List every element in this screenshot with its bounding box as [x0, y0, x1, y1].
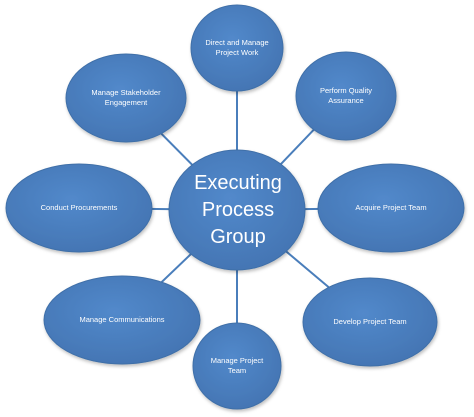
node-develop-project-team — [302, 277, 438, 367]
node-perform-quality-assurance — [295, 51, 397, 141]
node-manage-project-team — [192, 322, 282, 410]
node-manage-stakeholder-engagement — [65, 53, 187, 143]
node-manage-communications — [43, 275, 201, 365]
node-conduct-procurements — [5, 163, 153, 253]
center-node — [168, 149, 306, 271]
center-node-label: Executing Process Group — [194, 171, 282, 248]
node-direct-and-manage-project-work — [190, 4, 284, 92]
process-nodes — [5, 4, 465, 410]
node-acquire-project-team — [317, 163, 465, 253]
